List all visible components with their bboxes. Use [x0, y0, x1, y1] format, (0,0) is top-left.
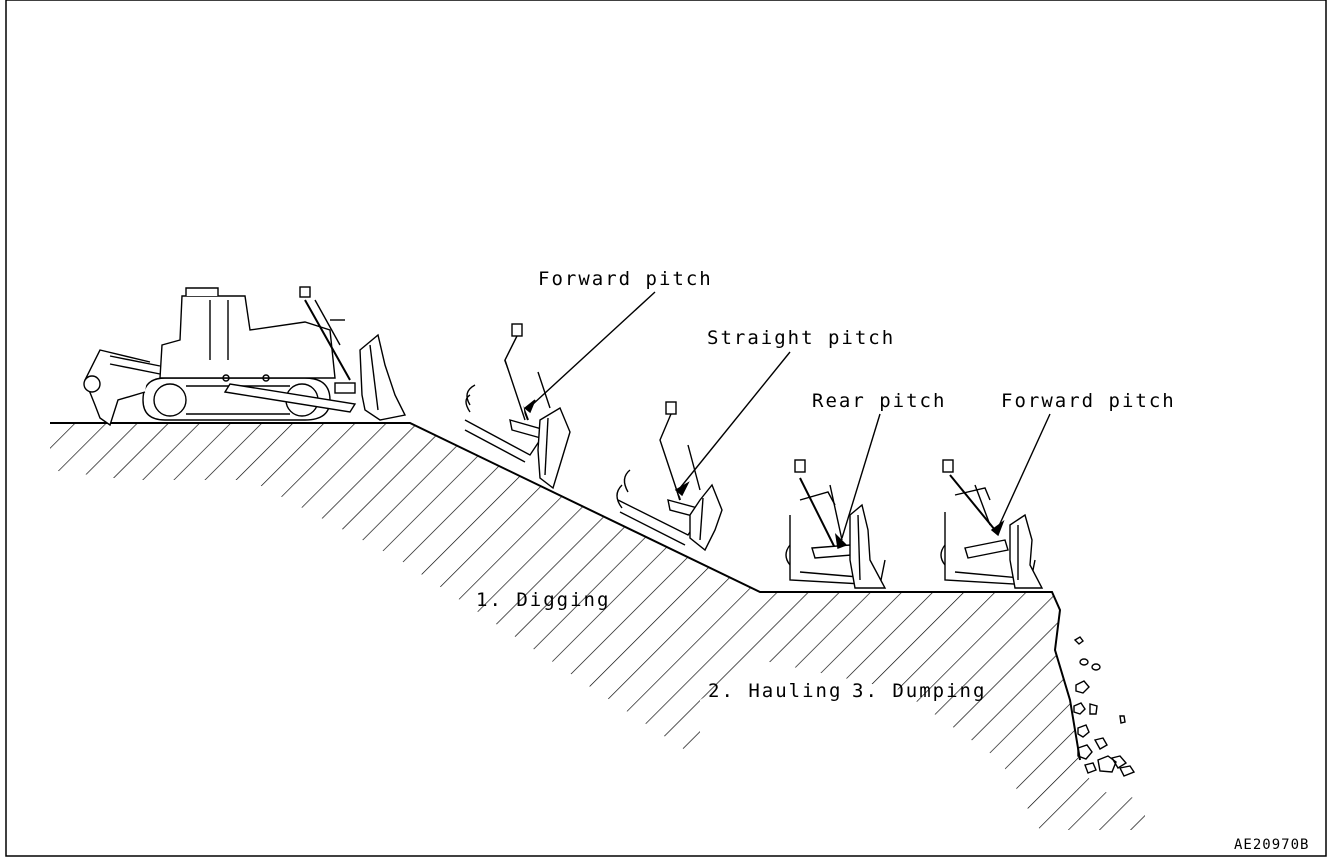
bulldozer-rear-pitch	[786, 460, 885, 588]
label-rear-pitch: Rear pitch	[812, 390, 946, 412]
bulldozer-main	[84, 287, 405, 425]
label-straight-pitch: Straight pitch	[707, 327, 895, 349]
dumped-rocks	[1074, 637, 1134, 776]
label-forward-pitch-1: Forward pitch	[538, 268, 713, 290]
ground-hatching	[50, 423, 1150, 843]
label-hauling: 2. Hauling	[708, 680, 842, 702]
label-forward-pitch-2: Forward pitch	[1001, 390, 1176, 412]
label-dumping: 3. Dumping	[852, 680, 986, 702]
figure-code: AE20970B	[1234, 837, 1309, 853]
label-digging: 1. Digging	[476, 589, 610, 611]
bulldozer-hauling	[617, 402, 722, 550]
bulldozer-dumping	[941, 460, 1042, 588]
